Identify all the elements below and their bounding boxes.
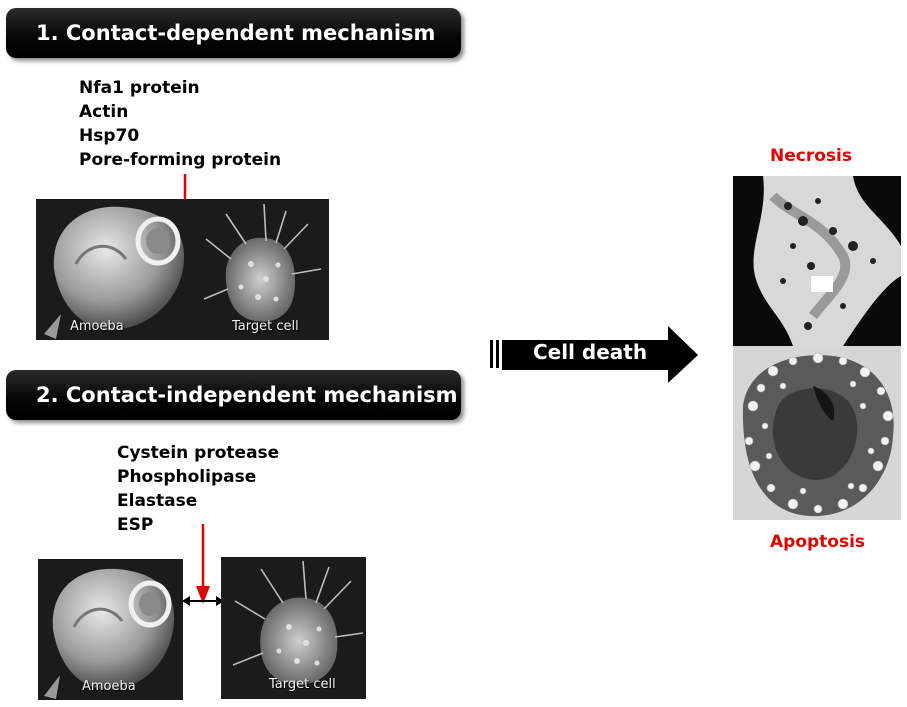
section2-item: Elastase [117,491,198,511]
amoeba-label: Amoeba [82,679,136,694]
cell-death-arrow [490,326,698,383]
section2-item: Cystein protease [117,443,280,463]
amoeba-contact-micrograph [36,199,329,340]
cell-death-label: Cell death [533,340,648,364]
section1-item: Nfa1 protein [79,78,200,98]
apoptosis-label: Apoptosis [770,532,866,552]
section1-item: Actin [79,102,129,122]
section1-factor-list: Nfa1 protein Actin Hsp70 Pore-forming pr… [79,76,281,172]
apoptosis-image [733,346,901,520]
section2-title: 2. Contact-independent mechanism [6,370,461,420]
target-cell-label: Target cell [232,319,299,334]
section1-micrograph: Amoeba Target cell [36,199,329,340]
section2-item: ESP [117,515,154,535]
amoeba-image [38,559,183,700]
necrosis-micrograph [733,176,901,346]
necrosis-label: Necrosis [770,146,852,166]
section1-item: Hsp70 [79,126,140,146]
section2-item: Phospholipase [117,467,257,487]
gap-double-arrow [182,596,224,606]
section2-factor-list: Cystein protease Phospholipase Elastase … [117,441,279,537]
necrosis-image [733,176,901,346]
apoptosis-micrograph [733,346,901,520]
amoeba-label: Amoeba [70,319,124,334]
section2-red-arrow [196,524,210,604]
section1-item: Pore-forming protein [79,150,282,170]
section2-amoeba-micrograph: Amoeba [38,559,183,700]
target-cell-label: Target cell [269,677,336,692]
section1-title-text: 1. Contact-dependent mechanism [36,21,436,45]
target-cell-image [221,557,366,699]
section2-target-micrograph: Target cell [221,557,366,699]
section2-title-text: 2. Contact-independent mechanism [36,383,458,407]
section1-title: 1. Contact-dependent mechanism [6,8,461,58]
